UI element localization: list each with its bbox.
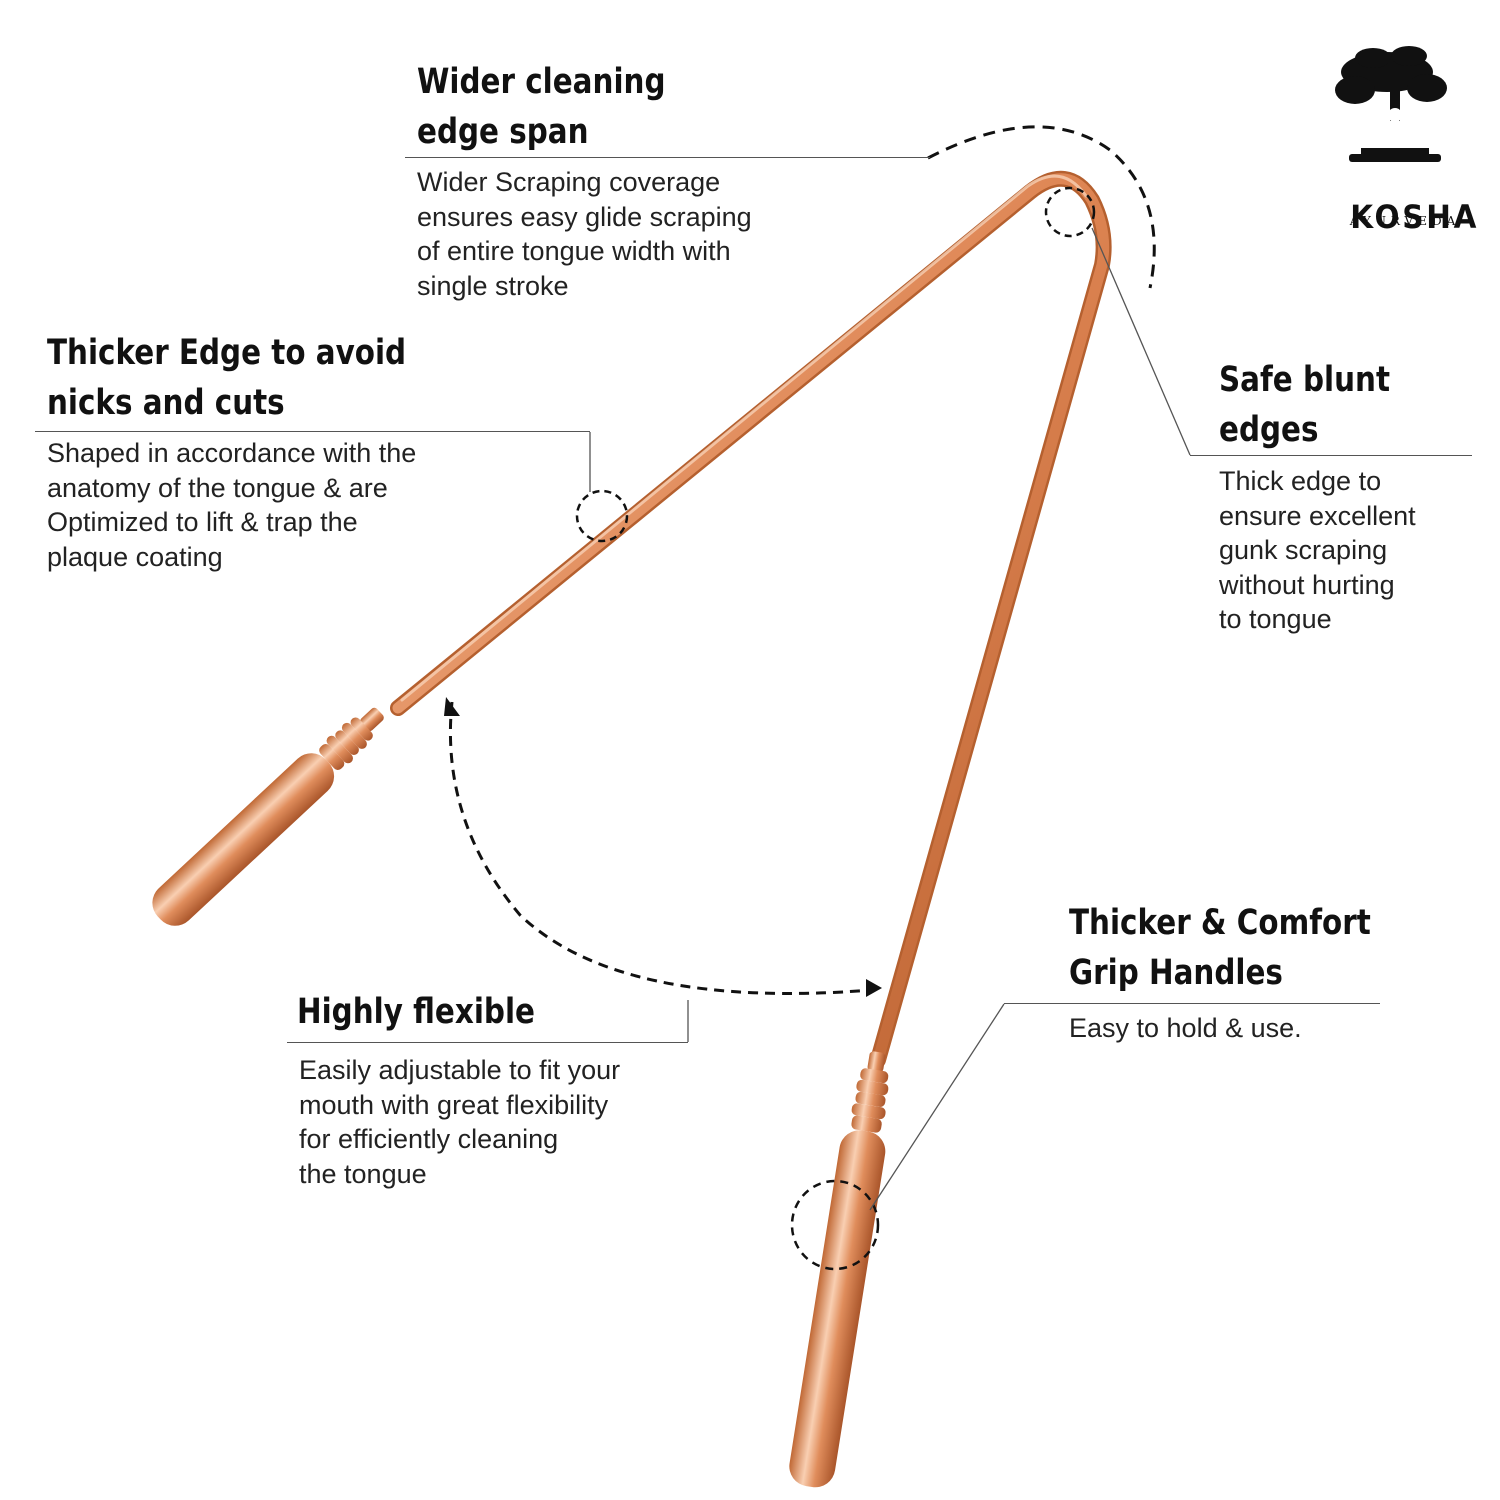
flexible-title: Highly flexible xyxy=(297,992,535,1032)
thicker-edge-rule xyxy=(35,431,590,432)
wider-edge-body: Wider Scraping coverage ensures easy gli… xyxy=(417,167,752,301)
wider-edge-rule xyxy=(405,157,930,158)
flexible-rule xyxy=(287,1042,688,1043)
safe-blunt-body: Thick edge to ensure excellent gunk scra… xyxy=(1219,466,1416,634)
left-handle xyxy=(152,707,384,926)
tree-meditation-icon xyxy=(1335,46,1447,162)
thicker-edge-body: Shaped in accordance with the anatomy of… xyxy=(47,438,417,572)
grip-body: Easy to hold & use. xyxy=(1069,1013,1302,1043)
safe-blunt-rule xyxy=(1190,455,1472,456)
flex-arrow-head-top xyxy=(444,697,460,716)
grip-rule xyxy=(1004,1003,1380,1004)
thick-edge-circle xyxy=(575,489,629,543)
grip-circle xyxy=(790,1179,880,1271)
right-handle xyxy=(789,1051,889,1488)
thicker-edge-title: Thicker Edge to avoid nicks and cuts xyxy=(47,333,407,423)
scraper-band xyxy=(392,173,1110,1066)
flex-arrow-head-right xyxy=(866,979,882,997)
wide-span-arc xyxy=(927,125,1156,289)
edge-detail-circle xyxy=(1044,186,1096,238)
leader-grip xyxy=(869,1003,1005,1211)
brand-name: KOSHA xyxy=(1350,198,1480,236)
flexible-body: Easily adjustable to fit your mouth with… xyxy=(299,1055,621,1189)
safe-blunt-title: Safe blunt edges xyxy=(1219,360,1391,450)
grip-title: Thicker & Comfort Grip Handles xyxy=(1069,903,1371,993)
wider-edge-title: Wider cleaning edge span xyxy=(417,62,666,152)
brand-subtitle: AYURVEDA xyxy=(1349,214,1461,228)
leader-safe-blunt xyxy=(1091,227,1191,456)
flex-arc xyxy=(448,701,873,995)
